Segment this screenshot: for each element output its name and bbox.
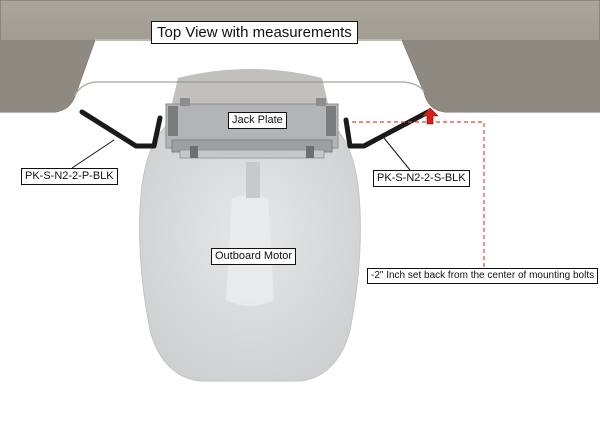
setback-note-label: -2" Inch set back from the center of mou…: [367, 268, 599, 284]
starboard-bracket: [343, 109, 431, 149]
port-leader-line: [71, 139, 115, 169]
port-bracket-label: PK-S-N2-2-P-BLK: [21, 168, 118, 185]
starboard-leader-line: [383, 137, 411, 171]
starboard-bracket-label: PK-S-N2-2-S-BLK: [373, 170, 470, 187]
setback-dimension-line: [352, 121, 485, 268]
diagram-title: Top View with measurements: [151, 21, 358, 44]
jack-plate-label: Jack Plate: [228, 112, 287, 129]
port-bracket: [79, 109, 163, 149]
up-arrow-icon: [421, 107, 439, 125]
outboard-motor-label: Outboard Motor: [211, 248, 297, 265]
boat-hull: [0, 0, 600, 113]
